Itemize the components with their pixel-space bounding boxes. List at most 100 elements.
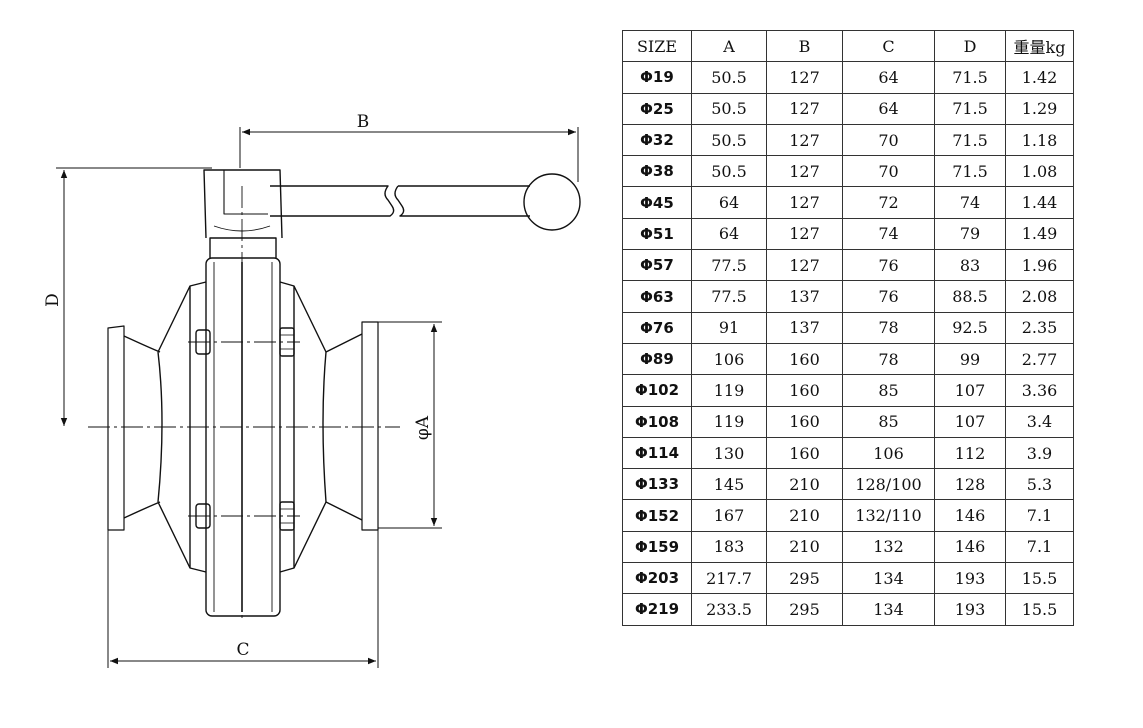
- cell-d: 74: [934, 186, 1006, 219]
- cell-a: 77.5: [691, 280, 767, 313]
- cell-d: 83: [934, 249, 1006, 282]
- cell-size: Φ51: [622, 217, 692, 251]
- cell-b: 160: [766, 374, 843, 407]
- cell-weight: 1.29: [1005, 92, 1074, 125]
- valve-body: [107, 169, 581, 617]
- header-d: D: [934, 29, 1006, 63]
- cell-weight: 1.18: [1005, 123, 1074, 157]
- cell-size: Φ219: [622, 593, 692, 626]
- cell-c: 76: [842, 280, 935, 313]
- cell-size: Φ102: [622, 374, 692, 407]
- cell-size: Φ57: [622, 249, 692, 282]
- cell-size: Φ25: [622, 92, 692, 125]
- cell-a: 217.7: [691, 562, 767, 595]
- cell-c: 85: [842, 374, 935, 407]
- cell-b: 137: [766, 311, 843, 344]
- cell-a: 64: [691, 186, 767, 219]
- table-header-row: SIZE A B C D 重量kg: [622, 29, 1074, 63]
- cell-c: 72: [842, 186, 935, 219]
- header-c: C: [842, 29, 935, 63]
- cell-c: 78: [842, 311, 935, 344]
- cell-weight: 2.08: [1005, 280, 1074, 313]
- cell-size: Φ89: [622, 342, 692, 376]
- cell-weight: 15.5: [1005, 562, 1074, 595]
- cell-size: Φ203: [622, 562, 692, 595]
- cell-a: 91: [691, 311, 767, 344]
- cell-b: 127: [766, 61, 843, 94]
- cell-d: 71.5: [934, 155, 1006, 188]
- cell-weight: 1.44: [1005, 186, 1074, 219]
- cell-a: 50.5: [691, 92, 767, 125]
- cell-b: 160: [766, 405, 843, 438]
- cell-weight: 3.36: [1005, 374, 1074, 407]
- dimension-a: [378, 321, 442, 529]
- cell-c: 134: [842, 593, 935, 626]
- cell-d: 146: [934, 530, 1006, 564]
- cell-a: 145: [691, 468, 767, 501]
- cell-b: 127: [766, 123, 843, 157]
- spec-table-head: SIZE A B C D 重量kg: [622, 29, 1074, 63]
- centerlines: [88, 186, 400, 618]
- cell-a: 50.5: [691, 155, 767, 188]
- cell-weight: 7.1: [1005, 530, 1074, 564]
- dimension-b: [239, 127, 579, 182]
- cell-c: 78: [842, 342, 935, 376]
- cell-d: 79: [934, 217, 1006, 251]
- cell-weight: 15.5: [1005, 593, 1074, 626]
- cell-a: 119: [691, 405, 767, 438]
- cell-size: Φ19: [622, 61, 692, 94]
- cell-b: 295: [766, 562, 843, 595]
- cell-c: 132: [842, 530, 935, 564]
- cell-d: 193: [934, 562, 1006, 595]
- cell-size: Φ159: [622, 530, 692, 564]
- cell-weight: 3.9: [1005, 436, 1074, 470]
- header-b: B: [766, 29, 843, 63]
- cell-d: 71.5: [934, 61, 1006, 94]
- cell-c: 70: [842, 123, 935, 157]
- header-weight: 重量kg: [1005, 29, 1074, 63]
- cell-size: Φ152: [622, 499, 692, 532]
- cell-size: Φ63: [622, 280, 692, 313]
- cell-weight: 2.77: [1005, 342, 1074, 376]
- cell-a: 233.5: [691, 593, 767, 626]
- valve-drawing: B D C φA: [43, 112, 581, 668]
- cell-b: 127: [766, 217, 843, 251]
- cell-d: 88.5: [934, 280, 1006, 313]
- valve-drawing-svg: B D C φA: [43, 112, 581, 668]
- cell-d: 128: [934, 468, 1006, 501]
- cell-d: 112: [934, 436, 1006, 470]
- cell-weight: 1.96: [1005, 249, 1074, 282]
- cell-d: 193: [934, 593, 1006, 626]
- cell-weight: 3.4: [1005, 405, 1074, 438]
- cell-size: Φ38: [622, 155, 692, 188]
- cell-d: 71.5: [934, 123, 1006, 157]
- dimension-b-label: B: [357, 112, 370, 132]
- dimension-d: [56, 167, 212, 426]
- cell-b: 127: [766, 155, 843, 188]
- cell-c: 70: [842, 155, 935, 188]
- cell-size: Φ114: [622, 436, 692, 470]
- cell-size: Φ108: [622, 405, 692, 438]
- cell-c: 74: [842, 217, 935, 251]
- cell-b: 160: [766, 342, 843, 376]
- cell-weight: 1.49: [1005, 217, 1074, 251]
- cell-b: 127: [766, 249, 843, 282]
- cell-weight: 1.42: [1005, 61, 1074, 94]
- cell-b: 210: [766, 530, 843, 564]
- cell-c: 134: [842, 562, 935, 595]
- cell-a: 50.5: [691, 123, 767, 157]
- cell-b: 127: [766, 92, 843, 125]
- cell-d: 71.5: [934, 92, 1006, 125]
